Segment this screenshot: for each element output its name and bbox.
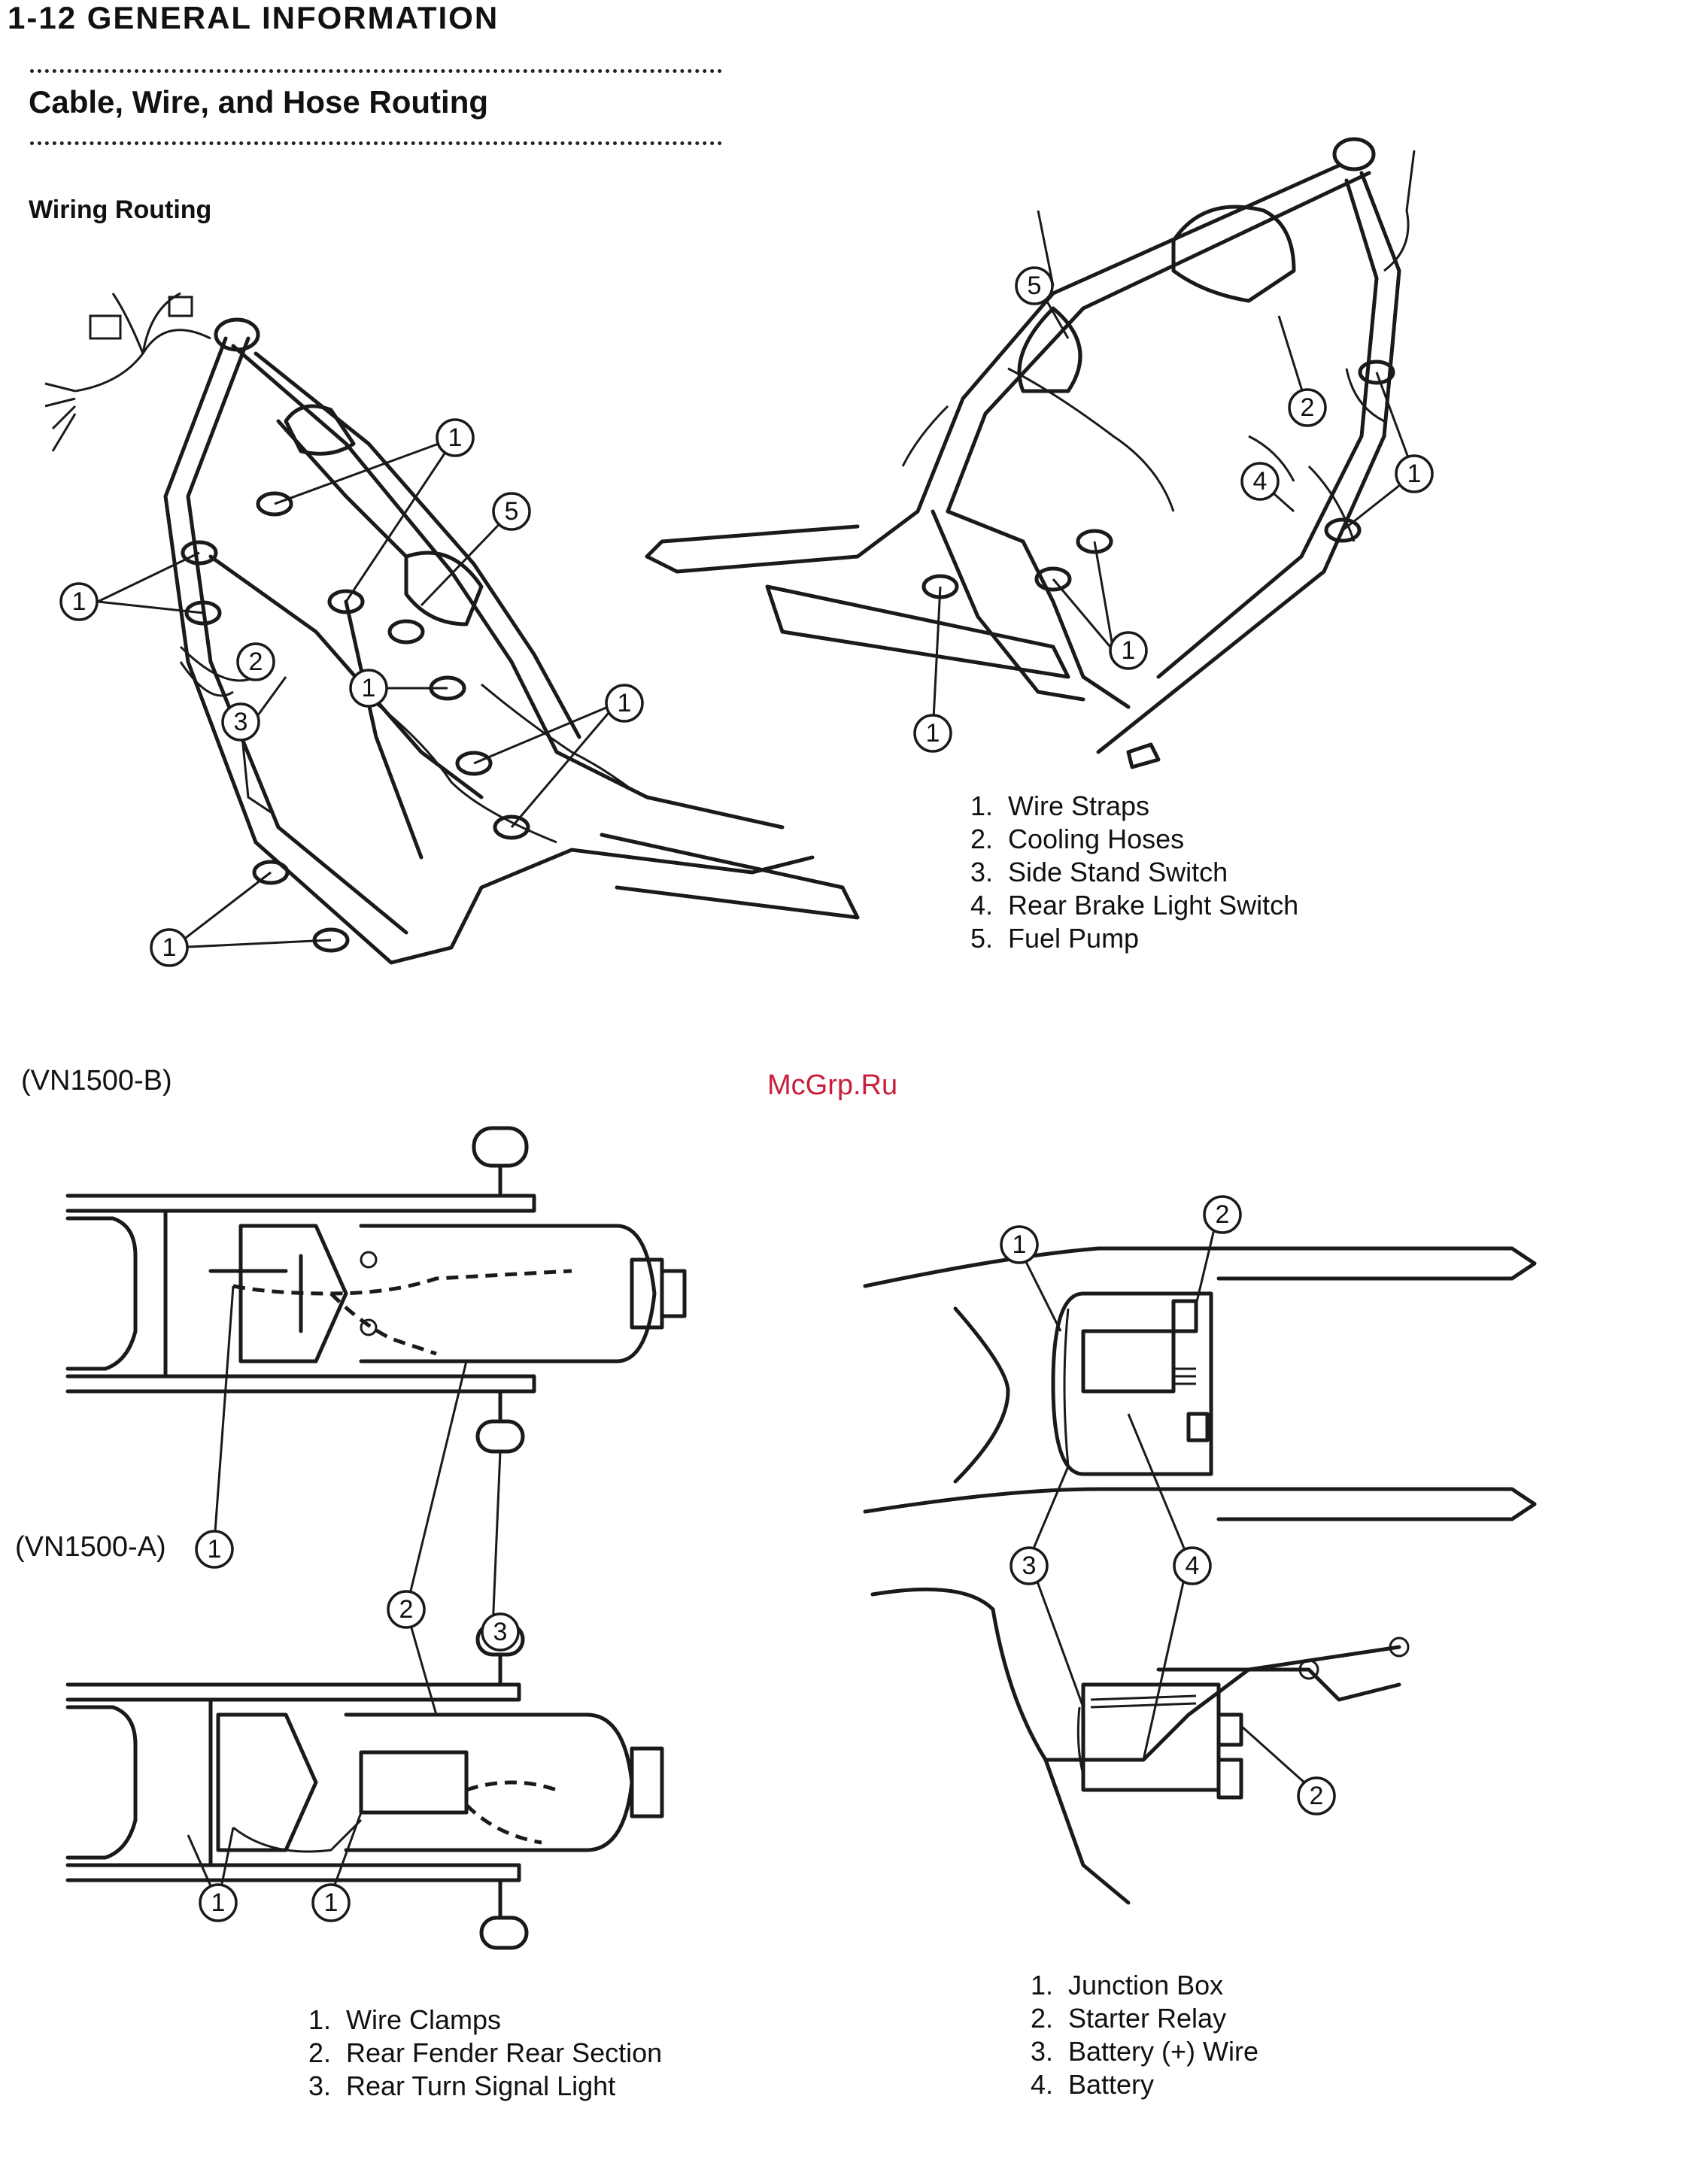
legend-br-item: 2.Starter Relay (1031, 2003, 1227, 2034)
svg-text:5: 5 (505, 497, 519, 526)
callout-r5: 5 (1015, 266, 1054, 305)
svg-text:3: 3 (1022, 1552, 1037, 1580)
watermark: McGrp.Ru (767, 1069, 898, 1101)
legend-br-item: 4.Battery (1031, 2069, 1155, 2100)
legend-bottom-left: 1.Wire Clamps 2.Rear Fender Rear Section… (308, 2004, 662, 2103)
callout-f1b: 1 (199, 1883, 238, 1922)
subsection-title: Wiring Routing (29, 196, 212, 224)
wiring-harness-right (901, 150, 1416, 542)
svg-text:1: 1 (1013, 1230, 1027, 1259)
callout-1d: 1 (605, 684, 644, 723)
callout-5: 5 (492, 492, 531, 531)
frame-tubes-right (645, 137, 1401, 769)
strap-rings-right (921, 359, 1395, 599)
fender-leaders (187, 1285, 502, 1903)
svg-text:1: 1 (324, 1888, 339, 1917)
svg-text:1: 1 (211, 1888, 226, 1917)
callout-b2b: 2 (1297, 1776, 1336, 1815)
legend-top-item: 1.Wire Straps (970, 790, 1150, 821)
strap-rings (181, 491, 530, 953)
battery-diagram: 1 2 3 4 2 (863, 1195, 1537, 1905)
svg-text:1: 1 (1122, 636, 1136, 665)
rear-fender-diagram: 1 2 3 1 1 (65, 1126, 687, 1950)
dotted-rule-bottom (30, 141, 722, 145)
callout-1a: 1 (59, 582, 99, 621)
legend-br-item: 3.Battery (+) Wire (1031, 2036, 1259, 2067)
side-view (870, 1587, 1410, 1905)
legend-bottom-right: 1.Junction Box 2.Starter Relay 3.Battery… (1031, 1969, 1258, 2101)
svg-text:1: 1 (162, 933, 177, 962)
callout-1b: 1 (436, 418, 475, 457)
svg-text:2: 2 (249, 648, 263, 676)
page-header: 1-12 GENERAL INFORMATION (8, 0, 499, 35)
svg-text:3: 3 (493, 1618, 508, 1646)
svg-text:1: 1 (618, 689, 632, 717)
callout-f1a: 1 (195, 1530, 234, 1569)
svg-text:1: 1 (362, 674, 376, 702)
callout-r1b: 1 (1109, 631, 1148, 670)
leader-lines (97, 436, 618, 949)
svg-text:2: 2 (1310, 1782, 1324, 1810)
svg-text:4: 4 (1253, 467, 1268, 496)
frame-diagram-right: 5 2 4 1 1 1 (645, 137, 1434, 769)
callout-1c: 1 (349, 669, 388, 708)
svg-text:3: 3 (234, 708, 248, 736)
callout-r2: 2 (1288, 388, 1327, 427)
legend-top-item: 5.Fuel Pump (970, 923, 1140, 954)
callout-f3: 3 (481, 1612, 520, 1652)
callout-b4: 4 (1173, 1546, 1212, 1585)
callout-3: 3 (221, 702, 260, 742)
svg-text:2: 2 (1216, 1200, 1230, 1229)
callout-f1c: 1 (311, 1883, 351, 1922)
fender-b (65, 1126, 687, 1454)
svg-text:4: 4 (1186, 1552, 1200, 1580)
legend-top: 1.Wire Straps 2.Cooling Hoses 3.Side Sta… (970, 790, 1298, 955)
svg-text:1: 1 (1407, 460, 1422, 488)
legend-bl-item: 3.Rear Turn Signal Light (308, 2070, 616, 2101)
model-label-a: (VN1500-A) (15, 1531, 166, 1563)
callout-r1a: 1 (1395, 454, 1434, 493)
callout-b1: 1 (1000, 1225, 1039, 1264)
svg-text:1: 1 (72, 587, 87, 616)
frame-diagram-left: 1 1 5 2 1 1 3 1 (44, 292, 860, 967)
wiring-harness (44, 292, 633, 844)
callout-r1c: 1 (913, 714, 952, 753)
legend-bl-item: 1.Wire Clamps (308, 2004, 502, 2035)
svg-text:5: 5 (1028, 271, 1042, 300)
callout-f2: 2 (387, 1590, 426, 1629)
svg-text:1: 1 (926, 719, 940, 748)
svg-text:2: 2 (1301, 393, 1315, 422)
svg-text:2: 2 (399, 1595, 414, 1624)
legend-top-item: 4.Rear Brake Light Switch (970, 890, 1299, 921)
callout-r4: 4 (1240, 462, 1280, 501)
legend-top-item: 3.Side Stand Switch (970, 857, 1228, 887)
callout-b3: 3 (1010, 1546, 1049, 1585)
fender-a (65, 1622, 664, 1950)
legend-bl-item: 2.Rear Fender Rear Section (308, 2037, 663, 2068)
model-label-b: (VN1500-B) (21, 1065, 172, 1097)
callout-1e: 1 (150, 928, 189, 967)
svg-text:1: 1 (448, 423, 463, 452)
legend-br-item: 1.Junction Box (1031, 1970, 1224, 2000)
dotted-rule-top (30, 69, 722, 73)
section-title: Cable, Wire, and Hose Routing (29, 84, 489, 120)
callout-2: 2 (236, 642, 275, 681)
legend-top-item: 2.Cooling Hoses (970, 824, 1185, 854)
callout-b2a: 2 (1203, 1195, 1242, 1234)
svg-text:1: 1 (208, 1535, 222, 1564)
